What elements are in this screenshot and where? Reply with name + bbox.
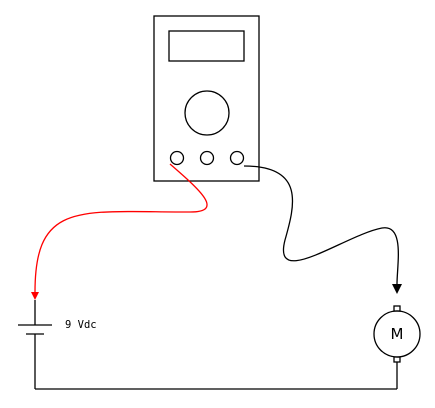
- motor-letter: M: [391, 325, 404, 343]
- red-lead-wire: [34, 163, 208, 293]
- motor-terminal-top: [393, 305, 401, 312]
- motor-terminal-bottom: [393, 356, 401, 363]
- multimeter-selector-dial[interactable]: [184, 90, 230, 136]
- multimeter-display: [168, 30, 245, 62]
- black-lead-probe-arrow-icon: [392, 284, 402, 294]
- motor: M: [373, 305, 421, 389]
- multimeter-jack-left[interactable]: [169, 150, 185, 166]
- multimeter-jack-right[interactable]: [229, 150, 245, 166]
- black-lead-wire: [243, 165, 399, 285]
- multimeter: [153, 15, 260, 182]
- red-test-lead: [31, 163, 208, 300]
- red-lead-probe-arrow-icon: [31, 292, 39, 300]
- black-test-lead: [243, 165, 402, 294]
- multimeter-body: [153, 15, 260, 182]
- multimeter-jack-middle[interactable]: [199, 150, 215, 166]
- battery-voltage-label: 9 Vdc: [65, 319, 97, 331]
- battery: 9 Vdc: [18, 300, 97, 389]
